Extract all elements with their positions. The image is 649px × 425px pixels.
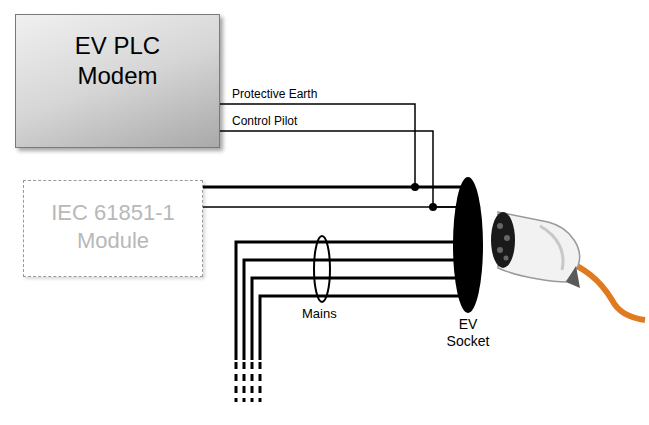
mains-wires-continued bbox=[236, 362, 260, 402]
control-pilot-wire bbox=[220, 131, 457, 211]
socket-outline bbox=[453, 177, 483, 313]
earth-line bbox=[203, 187, 461, 188]
modem-box: EV PLC Modem bbox=[15, 14, 220, 148]
node-text: IEC 61851-1 Module bbox=[38, 199, 188, 255]
node-text: EV Socket bbox=[438, 316, 498, 350]
protective-earth-wire bbox=[220, 104, 461, 191]
signal-name: Control Pilot bbox=[232, 114, 297, 128]
ev-plug bbox=[491, 212, 645, 320]
pilot-line bbox=[203, 207, 457, 208]
mains-bundle-ring bbox=[314, 236, 330, 302]
module-box: IEC 61851-1 Module bbox=[23, 180, 203, 277]
mains-wires bbox=[236, 242, 460, 360]
bundle-label: Mains bbox=[302, 306, 337, 321]
node-text: EV PLC Modem bbox=[58, 31, 178, 91]
socket-ellipse: EV Socket bbox=[453, 177, 483, 313]
signal-name: Protective Earth bbox=[232, 87, 317, 101]
